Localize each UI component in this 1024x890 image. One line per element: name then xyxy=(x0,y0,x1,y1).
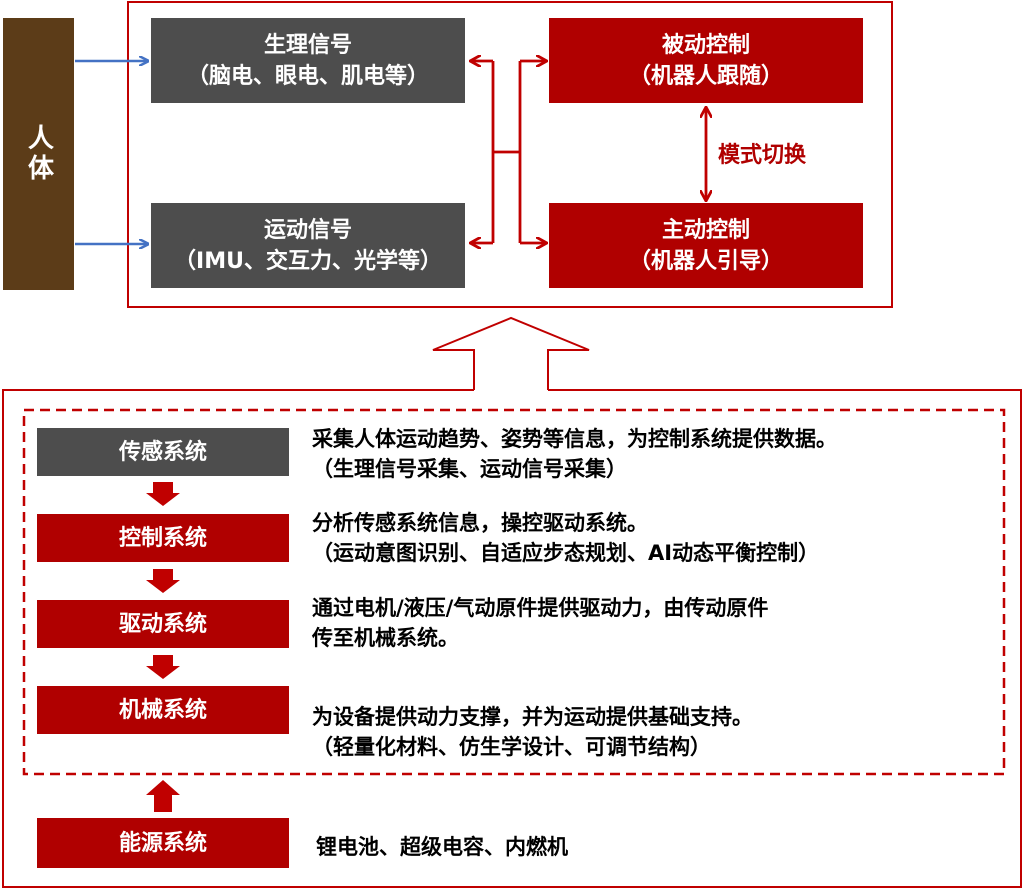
desc-line: 分析传感系统信息，操控驱动系统。 xyxy=(312,511,648,535)
top-frame xyxy=(127,1,893,308)
desc-line: （生理信号采集、运动信号采集） xyxy=(312,457,627,481)
motion-signal-box: 运动信号 （IMU、交互力、光学等） xyxy=(151,203,465,288)
dashed-frame xyxy=(22,408,1006,776)
down-arrow-1 xyxy=(146,482,180,506)
system-box-sensing: 传感系统 xyxy=(37,428,289,476)
human-label: 人体 xyxy=(23,124,54,184)
desc-control: 分析传感系统信息，操控驱动系统。 （运动意图识别、自适应步态规划、AI动态平衡控… xyxy=(312,508,819,568)
desc-line: 采集人体运动趋势、姿势等信息，为控制系统提供数据。 xyxy=(312,427,837,451)
desc-line: 传至机械系统。 xyxy=(312,626,459,650)
passive-control-box: 被动控制 （机器人跟随） xyxy=(549,18,863,103)
active-control-box: 主动控制 （机器人引导） xyxy=(549,203,863,288)
mode-switch-label: 模式切换 xyxy=(718,143,807,168)
desc-line: 通过电机/液压/气动原件提供驱动力，由传动原件 xyxy=(312,596,769,620)
system-name: 传感系统 xyxy=(118,439,207,465)
system-name: 能源系统 xyxy=(118,830,207,856)
system-name: 驱动系统 xyxy=(118,611,207,637)
physio-signal-box: 生理信号 （脑电、眼电、肌电等） xyxy=(151,18,465,103)
physio-signal-title: 生理信号 xyxy=(263,32,352,58)
hollow-up-arrow xyxy=(432,316,590,390)
system-box-mechanical: 机械系统 xyxy=(37,686,289,734)
up-arrow-energy xyxy=(146,780,180,812)
desc-mechanical: 为设备提供动力支撑，并为运动提供基础支持。 （轻量化材料、仿生学设计、可调节结构… xyxy=(312,702,753,762)
desc-line: （轻量化材料、仿生学设计、可调节结构） xyxy=(312,735,711,759)
signal-bracket xyxy=(471,61,546,243)
passive-control-title: 被动控制 xyxy=(661,32,750,58)
system-box-energy: 能源系统 xyxy=(37,818,289,868)
bottom-frame xyxy=(2,389,1022,888)
system-box-control: 控制系统 xyxy=(37,514,289,562)
desc-drive: 通过电机/液压/气动原件提供驱动力，由传动原件 传至机械系统。 xyxy=(312,593,768,653)
down-arrow-3 xyxy=(146,655,180,679)
physio-signal-sub: （脑电、眼电、肌电等） xyxy=(186,63,429,89)
desc-energy: 锂电池、超级电容、内燃机 xyxy=(316,832,568,862)
desc-line: 锂电池、超级电容、内燃机 xyxy=(316,835,568,859)
desc-line: 为设备提供动力支撑，并为运动提供基础支持。 xyxy=(312,705,753,729)
desc-line: （运动意图识别、自适应步态规划、AI动态平衡控制） xyxy=(312,541,820,565)
desc-sensing: 采集人体运动趋势、姿势等信息，为控制系统提供数据。 （生理信号采集、运动信号采集… xyxy=(312,424,837,484)
system-box-drive: 驱动系统 xyxy=(37,600,289,648)
system-name: 控制系统 xyxy=(118,525,207,551)
down-arrow-2 xyxy=(146,569,180,593)
active-control-title: 主动控制 xyxy=(661,217,750,243)
system-name: 机械系统 xyxy=(118,697,207,723)
passive-control-sub: （机器人跟随） xyxy=(628,63,783,89)
motion-signal-title: 运动信号 xyxy=(263,217,352,243)
motion-signal-sub: （IMU、交互力、光学等） xyxy=(174,248,442,274)
human-box: 人体 xyxy=(3,18,74,290)
active-control-sub: （机器人引导） xyxy=(628,248,783,274)
